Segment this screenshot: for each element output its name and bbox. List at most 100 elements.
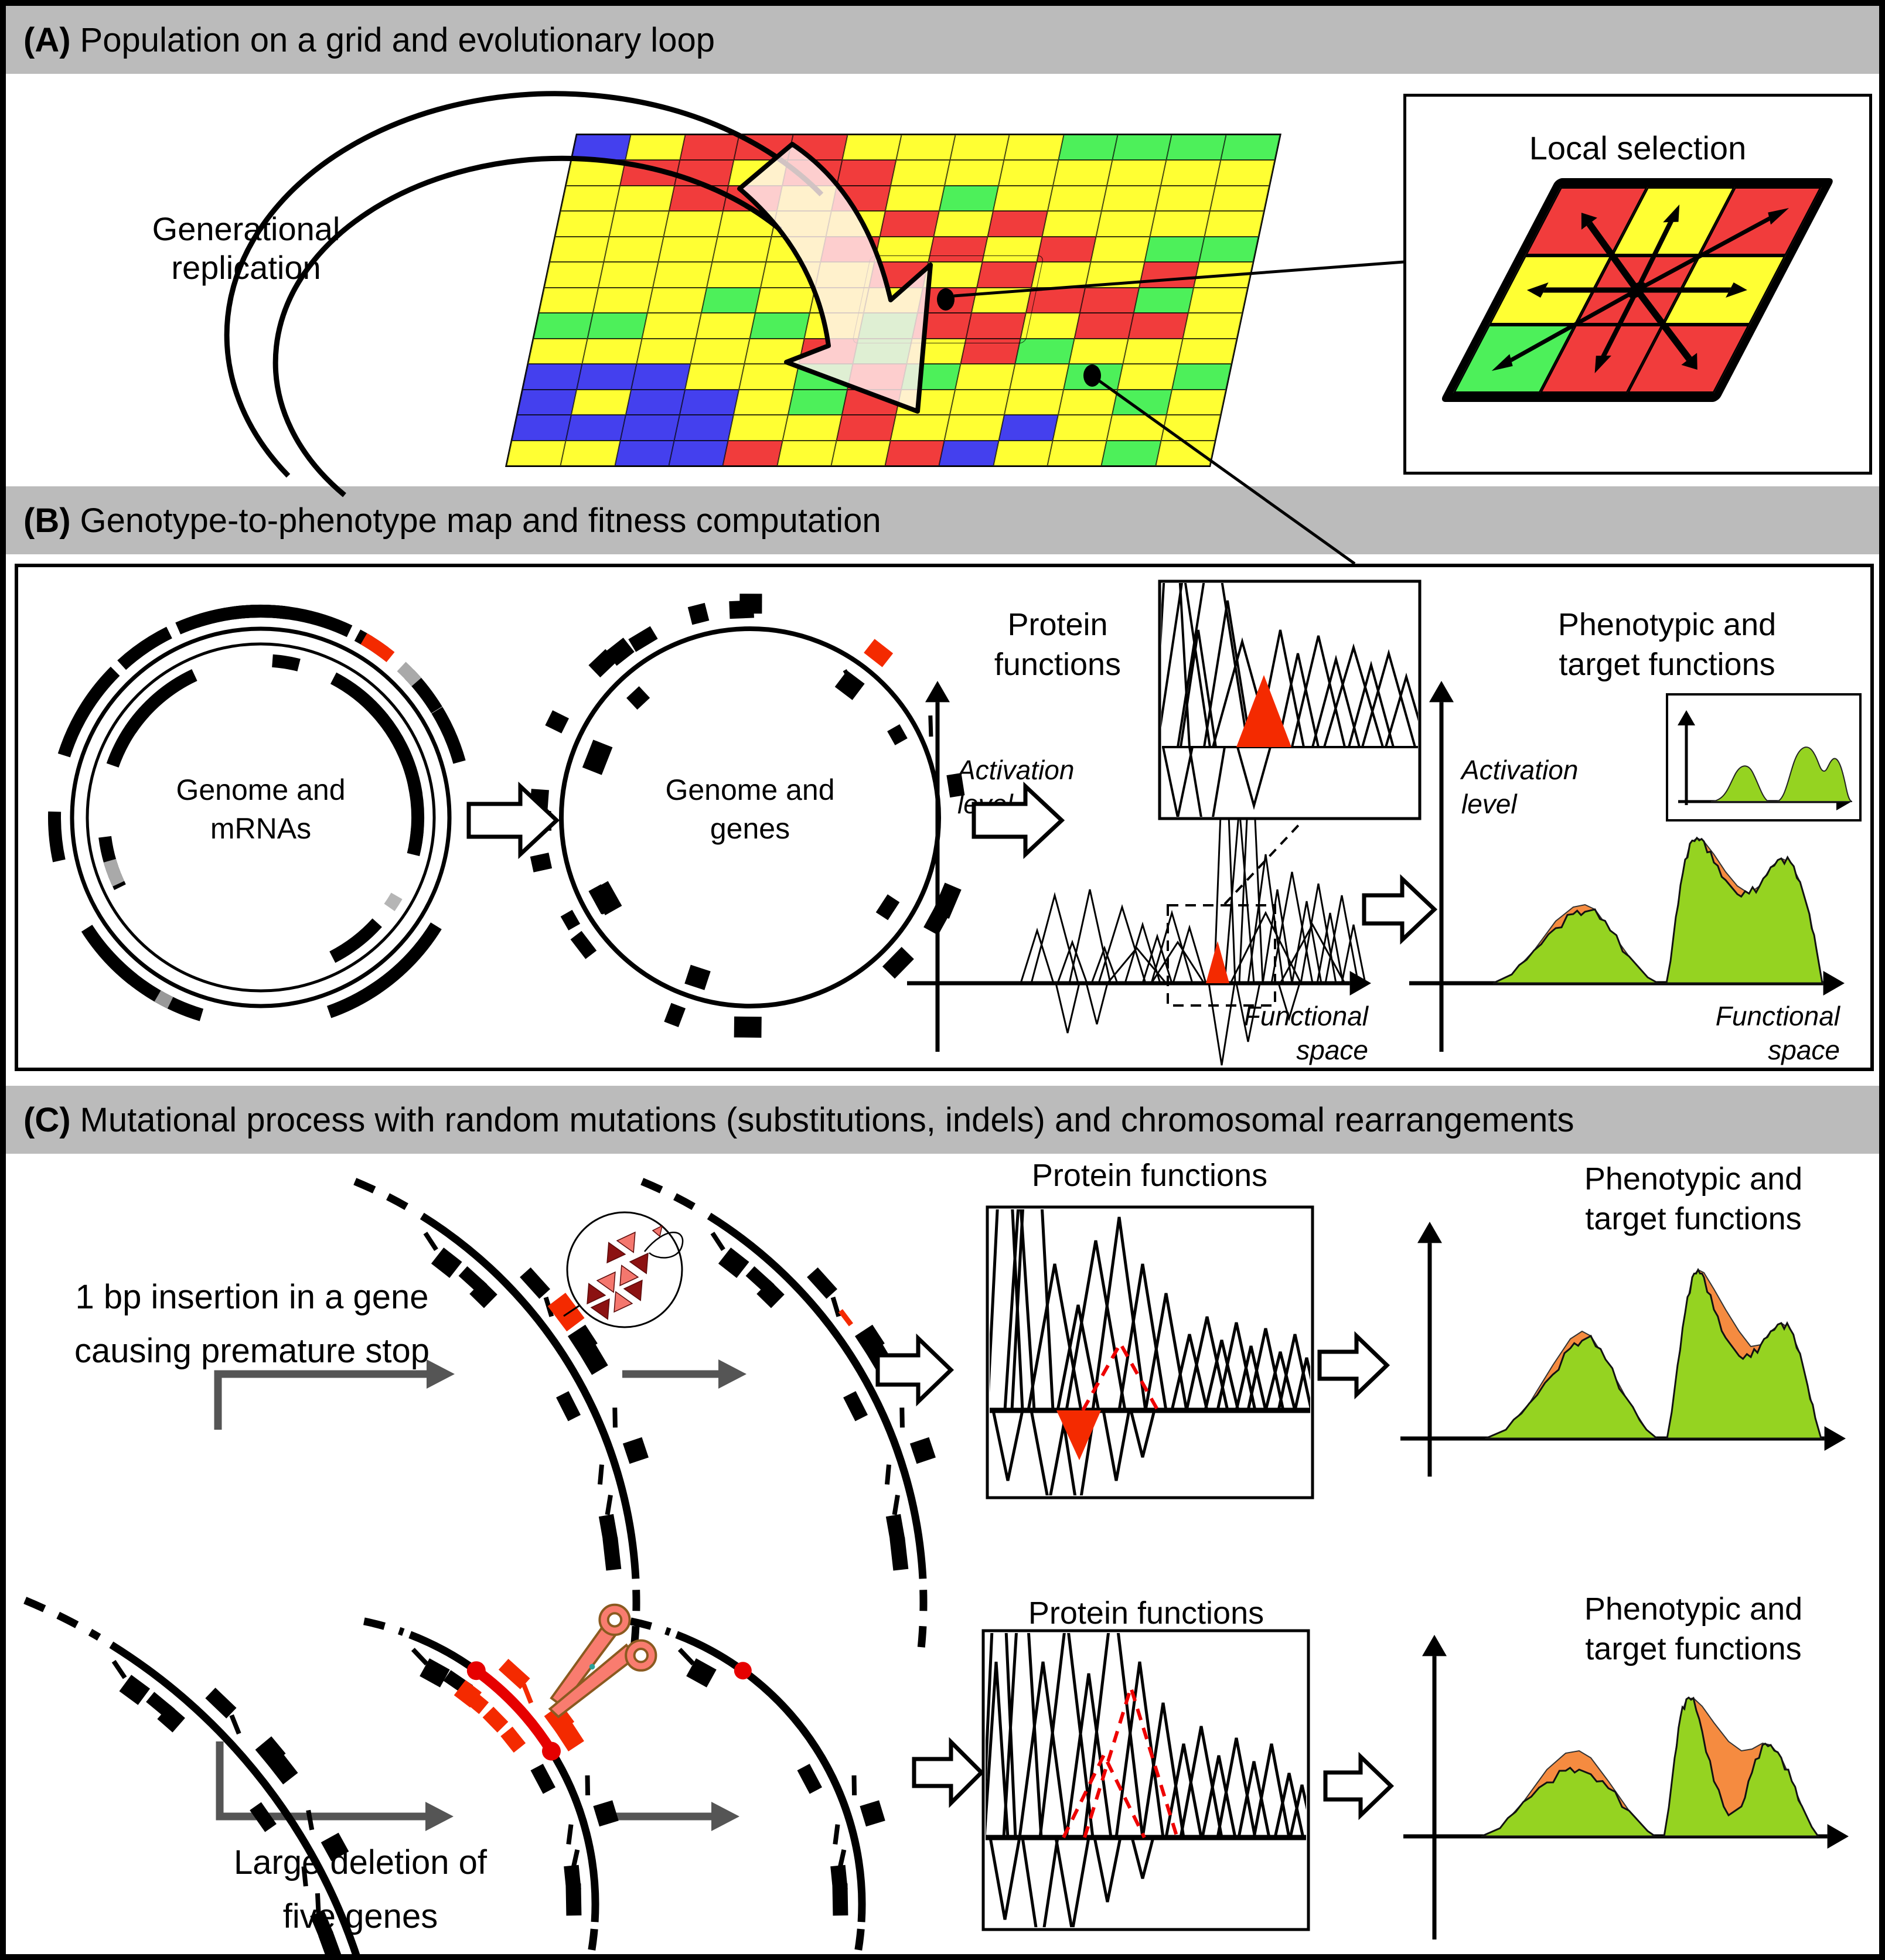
grid-cell	[1155, 440, 1215, 466]
grid-cell	[669, 185, 728, 212]
block-arrow-icons-c	[875, 1331, 1395, 1821]
panel-c-title: Mutational process with random mutations…	[80, 1100, 1574, 1139]
grid-cell	[1139, 262, 1199, 288]
grid-cell	[620, 415, 680, 441]
grid-cell	[1009, 364, 1069, 390]
grid-cell	[701, 287, 761, 313]
b-phenotype-title: Phenotypic and target functions	[1557, 607, 1777, 682]
grid-cell	[1096, 211, 1156, 237]
grid-cell	[506, 440, 566, 466]
grid-cell	[1090, 236, 1150, 263]
grid-cell	[890, 160, 950, 186]
grid-cell	[950, 389, 1010, 415]
grid-cell	[1215, 160, 1275, 186]
c2-protein-functions-box	[981, 1629, 1310, 1931]
grid-cell	[523, 364, 582, 390]
grid-cell	[1069, 338, 1129, 364]
grid-cell	[674, 415, 734, 441]
panel-b-title: Genotype-to-phenotype map and fitness co…	[80, 501, 881, 540]
grid-cell	[788, 135, 848, 161]
grid-cell	[679, 389, 739, 415]
grid-cell	[734, 389, 793, 415]
grid-cell	[555, 211, 615, 237]
grid-cell	[593, 287, 653, 313]
grid-cell	[690, 338, 750, 364]
b-right-yaxis-label: Activation level	[1461, 755, 1579, 819]
c1-protein-title: Protein functions	[1031, 1158, 1268, 1193]
grid-cell	[630, 364, 691, 390]
grid-cell	[933, 211, 994, 237]
grid-cell	[777, 185, 837, 212]
grid-cell	[636, 338, 696, 364]
grid-cell	[625, 135, 686, 161]
grid-cell	[993, 440, 1053, 466]
grid-cell	[734, 135, 793, 161]
grid-cell	[793, 364, 853, 390]
grid-cell	[939, 185, 999, 212]
grid-cell	[550, 236, 609, 263]
grid-cell	[696, 313, 756, 339]
grid-cell	[1128, 313, 1188, 339]
grid-cell	[939, 440, 999, 466]
genome-after-deletion-arc	[629, 1617, 885, 1960]
grid-cell	[1155, 185, 1215, 212]
grid-cell	[950, 135, 1010, 161]
grid-cell	[620, 160, 680, 186]
genome-with-insertion-arc	[353, 1178, 649, 1655]
grid-cell	[1177, 338, 1237, 364]
grid-cell	[1117, 364, 1178, 390]
grid-cell	[749, 313, 810, 339]
grid-cell	[571, 389, 631, 415]
grid-cell	[993, 185, 1053, 212]
grid-cell	[1112, 389, 1172, 415]
grid-cell	[896, 389, 956, 415]
grid-cell	[728, 415, 788, 441]
grid-cell	[755, 287, 815, 313]
grid-cell	[831, 185, 891, 212]
grid-cell	[782, 160, 842, 186]
selection-arrows	[1491, 204, 1789, 373]
b-protein-functions-title: Protein functions	[994, 607, 1122, 682]
grid-cell	[712, 236, 772, 263]
grid-cell	[885, 440, 945, 466]
grid-cell	[1063, 364, 1123, 390]
grid-cell	[761, 262, 820, 288]
grid-cell	[674, 160, 734, 186]
grid-cell	[744, 338, 805, 364]
grid-cell	[652, 262, 713, 288]
c2-phenotype-title: Phenotypic and target functions	[1584, 1591, 1803, 1666]
grid-cell	[771, 211, 831, 237]
grid-cell	[647, 287, 707, 313]
grid-cell	[1052, 415, 1113, 441]
local-selection-inset: Local selection	[1403, 94, 1872, 475]
grid-cell	[625, 389, 686, 415]
grid-cell	[885, 185, 945, 212]
b-right-xaxis-label: Functional space	[1715, 1001, 1840, 1065]
grid-cell	[1107, 160, 1167, 186]
grid-cell	[1166, 389, 1226, 415]
grid-cell	[739, 364, 799, 390]
grid-cell	[707, 262, 766, 288]
panel-b-tag: (B)	[23, 501, 71, 540]
grid-cell	[988, 211, 1048, 237]
grid-cell	[722, 440, 783, 466]
genome-mrnas-label: Genome and mRNAs	[176, 773, 346, 845]
grid-cell	[1052, 160, 1113, 186]
grid-cell	[560, 185, 621, 212]
misfolded-protein-magnifier-icon	[563, 1211, 684, 1328]
grid-cell	[717, 211, 778, 237]
grid-cell	[1074, 313, 1134, 339]
panel-c-header: (C) Mutational process with random mutat…	[6, 1086, 1879, 1154]
grid-cell	[1112, 135, 1172, 161]
grid-cell	[1134, 287, 1194, 313]
grid-cell	[1204, 211, 1264, 237]
grid-cell	[1171, 364, 1232, 390]
grid-cell	[896, 135, 956, 161]
panel-b-header: (B) Genotype-to-phenotype map and fitnes…	[6, 486, 1879, 554]
grid-cell	[1101, 185, 1161, 212]
grid-cell	[945, 415, 1004, 441]
grid-cell	[615, 440, 674, 466]
grid-cell	[587, 313, 647, 339]
grid-cell	[1193, 262, 1253, 288]
grid-cell	[517, 389, 577, 415]
